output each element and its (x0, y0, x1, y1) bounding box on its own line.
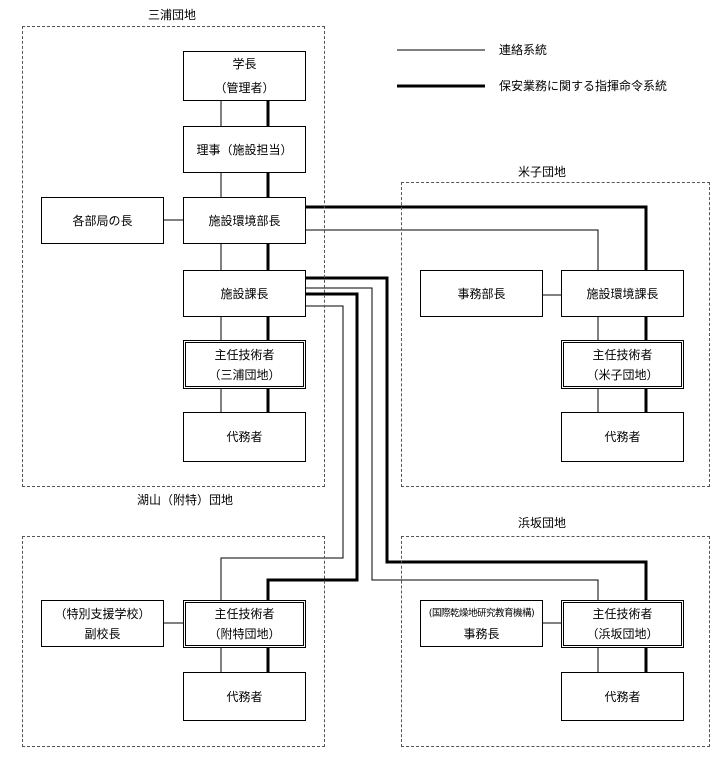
box-chief-eng-hamasaka-line1: 主任技術者 (592, 607, 653, 621)
box-vice-principal-line2: 副校長 (84, 626, 121, 641)
box-dept-heads-line1: 各部局の長 (72, 213, 133, 228)
box-chief-eng-yonago-line1: 主任技術者 (592, 347, 653, 362)
box-chief-eng-miura-line1: 主任技術者 (214, 347, 275, 362)
box-director-line1: 理事（施設担当） (196, 142, 293, 157)
zone-hamasaka (401, 536, 710, 747)
box-chief-eng-hamasaka-line2: （浜坂団地） (586, 627, 659, 641)
box-president-line1: 学長 (232, 57, 257, 71)
zone-yonago-label: 米子団地 (518, 165, 567, 179)
command-envhead-yonago (306, 205, 648, 270)
box-chief-eng-miura: 主任技術者 （三浦団地） (183, 340, 306, 389)
box-president-line2: （管理者） (214, 81, 275, 95)
box-env-chief-yonago: 施設環境課長 (561, 270, 684, 317)
box-chief-eng-koyama: 主任技術者 （附特団地） (183, 600, 306, 648)
contact-chief-koyama (220, 305, 344, 600)
box-chief-eng-hamasaka: 主任技術者 （浜坂団地） (561, 600, 684, 648)
box-president: 学長 （管理者） (183, 51, 306, 101)
box-admin-head-hamasaka-line2: 事務長 (463, 626, 500, 641)
box-chief-eng-koyama-line2: （附特団地） (208, 627, 281, 641)
legend-command-label: 保安業務に関する指揮命令系統 (499, 79, 668, 93)
box-vice-principal-line1: （特別支援学校） (54, 606, 151, 621)
command-chief-koyama (266, 292, 359, 600)
box-deputy-yonago-line1: 代務者 (604, 430, 641, 444)
box-deputy-miura-line1: 代務者 (226, 430, 263, 444)
box-deputy-koyama: 代務者 (183, 672, 306, 721)
contact-envhead-yonago (306, 229, 599, 270)
box-chief-eng-koyama-line1: 主任技術者 (214, 607, 275, 621)
zone-hamasaka-label: 浜坂団地 (518, 516, 567, 530)
box-admin-head-yonago: 事務部長 (420, 270, 543, 317)
zone-koyama (22, 536, 325, 747)
box-admin-head-hamasaka: (国際乾燥地研究教育機構) 事務長 (420, 600, 543, 647)
box-chief-eng-yonago-line2: （米子団地） (586, 367, 659, 382)
legend-contact-label: 連絡系統 (499, 43, 548, 57)
box-chief-eng-miura-line2: （三浦団地） (208, 367, 281, 382)
box-env-chief-yonago-line1: 施設環境課長 (586, 286, 659, 301)
box-deputy-hamasaka: 代務者 (561, 672, 684, 721)
box-env-dept-head-line1: 施設環境部長 (208, 213, 281, 228)
command-chief-hamasaka (306, 276, 648, 600)
contact-chief-hamasaka (306, 287, 599, 600)
box-chief-eng-yonago: 主任技術者 （米子団地） (561, 340, 684, 389)
box-admin-head-yonago-line1: 事務部長 (457, 286, 506, 301)
zone-miura-label: 三浦団地 (148, 8, 197, 22)
zone-koyama-label: 湖山（附特）団地 (137, 493, 234, 507)
box-env-dept-head: 施設環境部長 (183, 197, 306, 244)
box-admin-head-hamasaka-line1: (国際乾燥地研究教育機構) (428, 607, 535, 619)
box-facility-chief-line1: 施設課長 (220, 286, 269, 301)
box-deputy-koyama-line1: 代務者 (226, 689, 263, 704)
zone-yonago (401, 182, 710, 487)
box-vice-principal: （特別支援学校） 副校長 (41, 600, 164, 647)
box-deputy-miura: 代務者 (183, 412, 306, 462)
zone-miura (22, 26, 325, 487)
box-dept-heads: 各部局の長 (41, 197, 164, 244)
box-director: 理事（施設担当） (183, 126, 306, 173)
box-facility-chief: 施設課長 (183, 270, 306, 317)
box-deputy-hamasaka-line1: 代務者 (604, 689, 641, 704)
box-deputy-yonago: 代務者 (561, 412, 684, 462)
